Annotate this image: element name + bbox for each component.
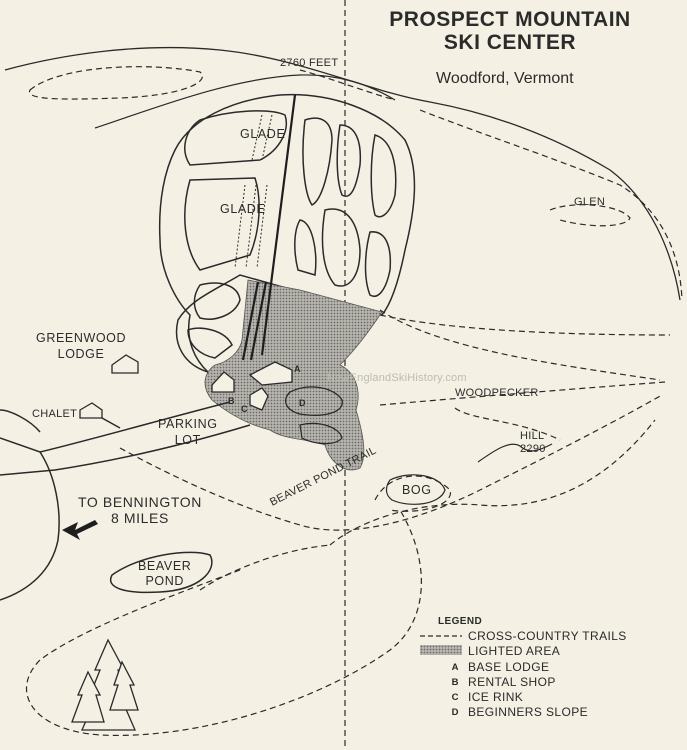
to-bennington-text: TO BENNINGTON 8 MILES bbox=[78, 494, 202, 526]
parking-lot-label: PARKING LOT bbox=[158, 416, 218, 448]
marker-c: C bbox=[241, 404, 248, 414]
title-line-1: PROSPECT MOUNTAIN bbox=[389, 8, 631, 31]
to-bennington-label: TO BENNINGTON 8 MILES bbox=[75, 494, 205, 526]
greenwood-lodge-text: GREENWOOD LODGE bbox=[36, 331, 127, 361]
woodpecker-label: WOODPECKER bbox=[455, 387, 539, 399]
ridge-line bbox=[4, 46, 681, 301]
legend-key: C bbox=[451, 691, 459, 703]
legend-key: A bbox=[451, 661, 459, 673]
legend-item-cross-country: CROSS-COUNTRY TRAILS bbox=[468, 629, 627, 643]
legend-label: BEGINNERS SLOPE bbox=[468, 705, 589, 719]
hill-contour bbox=[477, 443, 553, 463]
legend-item-ice-rink: C ICE RINK bbox=[448, 690, 523, 704]
legend-label: LIGHTED AREA bbox=[468, 644, 561, 658]
bog-outline bbox=[385, 474, 446, 505]
beaver-pond-text: BEAVER POND bbox=[138, 559, 192, 588]
marker-b: B bbox=[228, 396, 235, 406]
legend-item-rental-shop: B RENTAL SHOP bbox=[448, 675, 556, 689]
legend-shaded-area-symbol bbox=[420, 645, 462, 655]
buildings bbox=[79, 354, 293, 419]
greenwood-lodge-label: GREENWOOD LODGE bbox=[36, 330, 126, 362]
hill-label: HILL 2290 bbox=[520, 430, 546, 456]
lift-line bbox=[241, 94, 297, 361]
title-line-2: SKI CENTER bbox=[443, 31, 577, 54]
direction-arrow bbox=[62, 520, 98, 540]
glade-lower-label: GLADE bbox=[220, 202, 266, 216]
legend-label: CROSS-COUNTRY TRAILS bbox=[468, 629, 627, 643]
legend-item-lighted-area: LIGHTED AREA bbox=[468, 644, 560, 658]
glade-lines bbox=[234, 114, 273, 269]
legend-label: ICE RINK bbox=[468, 690, 524, 704]
beginners-slope-lower bbox=[299, 422, 343, 445]
legend-label: RENTAL SHOP bbox=[468, 675, 556, 689]
beaver-pond-label: BEAVER POND bbox=[138, 559, 191, 589]
legend-title: LEGEND bbox=[438, 616, 483, 627]
tree-icons bbox=[71, 638, 139, 731]
hill-text: HILL 2290 bbox=[520, 430, 546, 455]
legend-item-base-lodge: A BASE LODGE bbox=[448, 660, 549, 674]
glade-upper-label: GLADE bbox=[240, 127, 286, 141]
beaver-pond-outline bbox=[109, 551, 213, 594]
roads bbox=[0, 401, 251, 601]
parking-lot-text: PARKING LOT bbox=[158, 417, 218, 447]
watermark: NewEnglandSkiHistory.com bbox=[327, 372, 467, 384]
legend-item-beginners-slope: D BEGINNERS SLOPE bbox=[448, 705, 588, 719]
legend-key: D bbox=[451, 706, 459, 718]
marker-a: A bbox=[294, 364, 301, 374]
marker-d: D bbox=[299, 398, 306, 408]
glen-label: GLEN bbox=[574, 196, 606, 208]
ridge-line-lower bbox=[94, 74, 396, 129]
legend-key: B bbox=[451, 676, 459, 688]
location-subtitle: Woodford, Vermont bbox=[436, 70, 574, 87]
map-title: PROSPECT MOUNTAIN SKI CENTER bbox=[370, 8, 650, 54]
chalet-label: CHALET bbox=[32, 408, 78, 420]
ski-trails bbox=[158, 93, 416, 373]
beginners-slope bbox=[285, 386, 343, 416]
summit-elevation-label: 2760 FEET bbox=[280, 57, 339, 69]
bog-label: BOG bbox=[402, 483, 432, 497]
legend-label: BASE LODGE bbox=[468, 660, 550, 674]
